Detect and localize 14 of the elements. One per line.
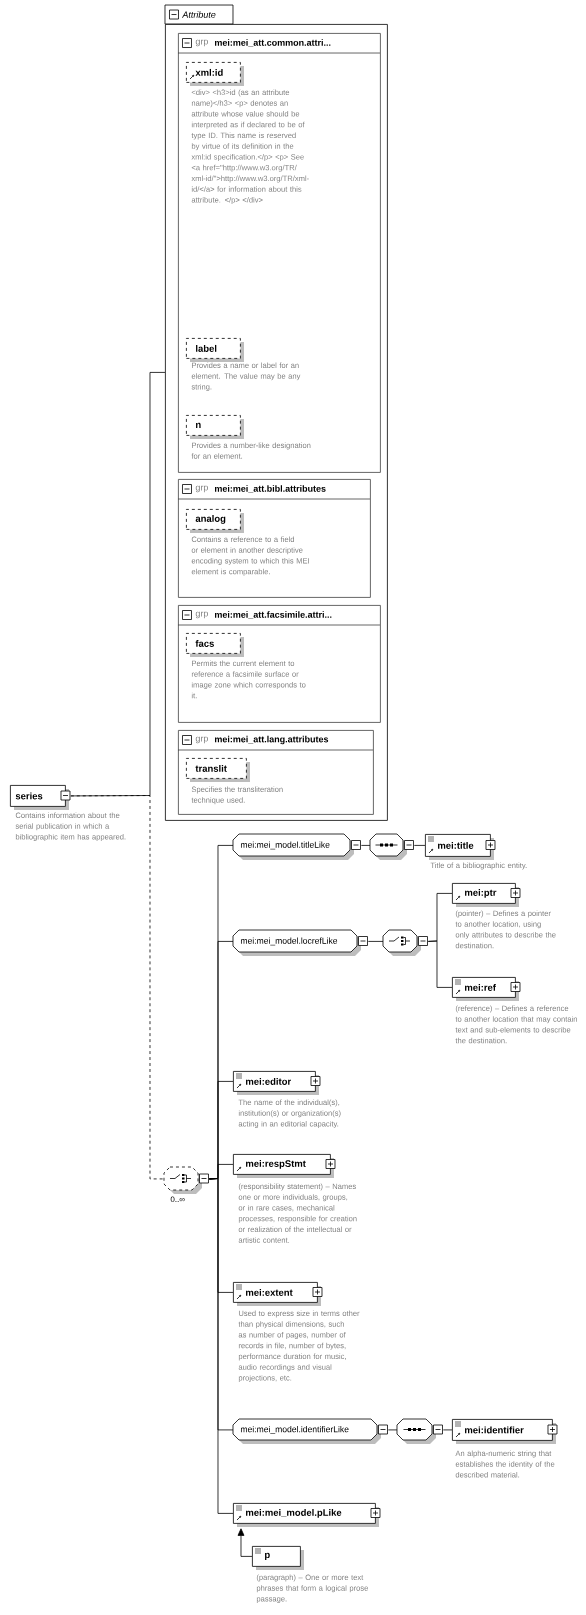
model-group-box: mei:mei_model.locrefLike — [232, 929, 361, 956]
connector-line — [413, 845, 426, 846]
connector-line — [208, 1178, 234, 1514]
connector-line — [367, 941, 384, 942]
element-box: mei:mei_model.pLike — [233, 1503, 379, 1527]
connector-line — [427, 940, 453, 988]
element-box: series — [10, 785, 69, 810]
connector-line — [360, 845, 371, 846]
connector-line — [387, 1429, 398, 1431]
element-box: mei:identifier — [452, 1419, 556, 1444]
connector-arrow — [237, 1528, 253, 1557]
connector-line — [442, 1429, 453, 1431]
model-group-box: mei:mei_model.identifierLike — [232, 1418, 381, 1444]
connector-line — [70, 795, 165, 1180]
